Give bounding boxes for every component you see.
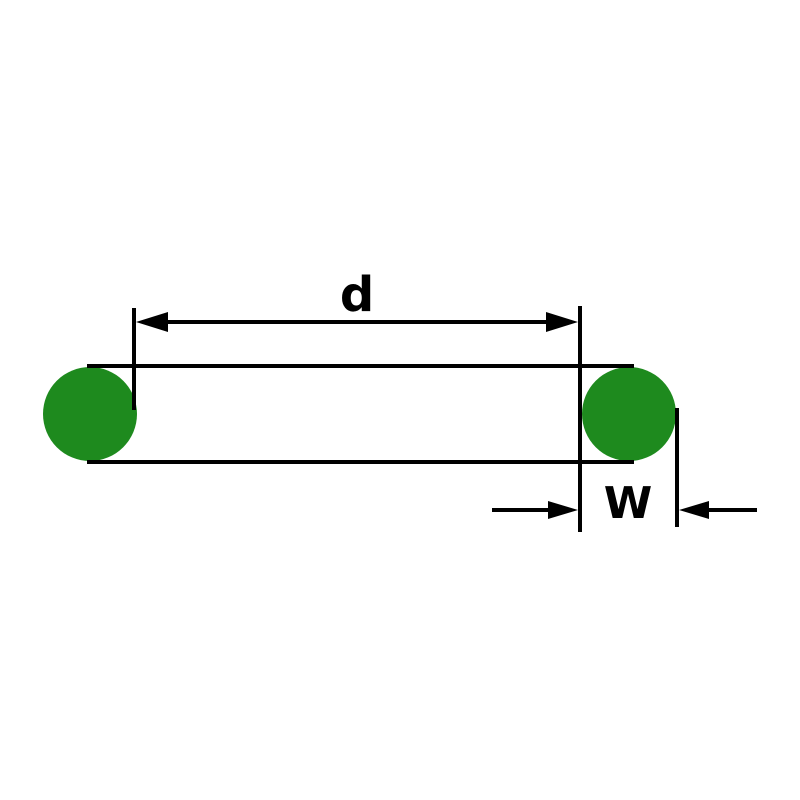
d-arrowhead-right-icon xyxy=(546,312,578,332)
inner-diameter-label: d xyxy=(340,267,374,323)
d-arrowhead-left-icon xyxy=(136,312,168,332)
w-arrowhead-left-icon xyxy=(548,501,578,519)
cross-section-width-label: W xyxy=(604,478,653,529)
oring-cross-section-right-circle xyxy=(582,367,676,461)
oring-cross-section-left-circle xyxy=(43,367,137,461)
w-arrowhead-right-icon xyxy=(679,501,709,519)
diagram-lines-group xyxy=(87,306,757,532)
arrowheads-group xyxy=(136,312,709,519)
